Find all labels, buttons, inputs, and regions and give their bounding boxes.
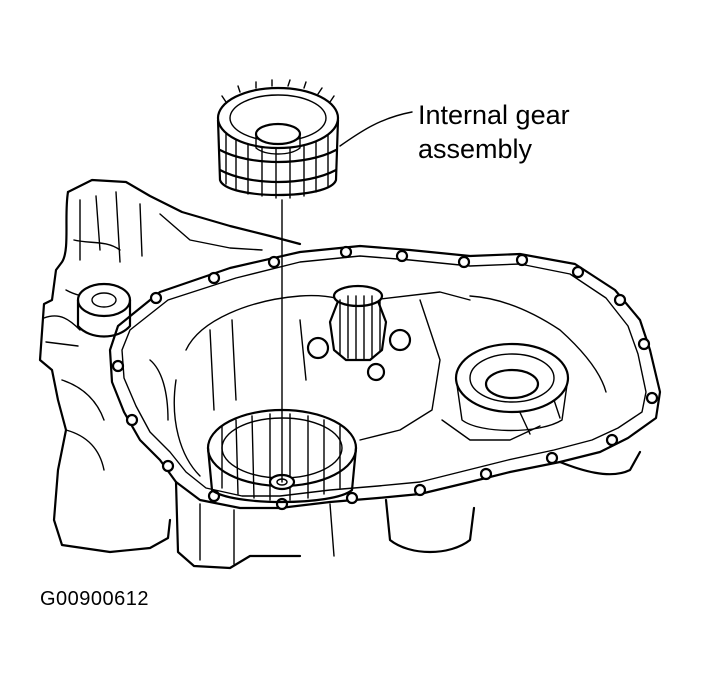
label-line-2: assembly (418, 134, 533, 164)
callout-leader (339, 111, 413, 147)
figure-code: G00900612 (40, 588, 150, 610)
internal-gear-assembly (216, 79, 340, 199)
label-line-1: Internal gear (418, 100, 570, 130)
internal-gear-label: Internal gear assembly (418, 98, 570, 166)
drive-gear (306, 284, 412, 382)
transaxle-case (38, 178, 662, 570)
